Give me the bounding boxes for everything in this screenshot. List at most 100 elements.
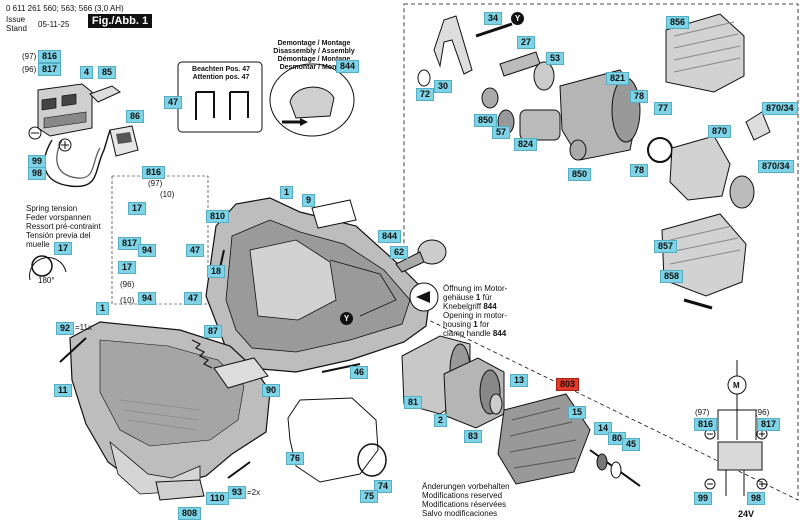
label-94-b: 94 bbox=[138, 292, 157, 305]
label-816: 816 bbox=[38, 50, 62, 63]
label-17-a: 17 bbox=[128, 202, 147, 215]
label-856: 856 bbox=[666, 16, 690, 29]
stand-label: Stand bbox=[6, 24, 27, 33]
opening-note-1: Öffnung im Motor- bbox=[443, 284, 508, 293]
figure-title: Fig./Abb. 1 bbox=[88, 14, 152, 28]
label-10-b: (10) bbox=[120, 296, 135, 305]
opening-note-2: gehäuse 1 für bbox=[443, 293, 492, 302]
wiring-diagram bbox=[704, 360, 768, 496]
marker-y-housing: Y bbox=[340, 312, 353, 325]
label-90: 90 bbox=[262, 384, 281, 397]
label-10-a: (10) bbox=[160, 190, 175, 199]
cable-plus bbox=[56, 139, 101, 179]
screw-93 bbox=[227, 461, 251, 479]
label-13: 13 bbox=[510, 374, 529, 387]
label-844-inset: 844 bbox=[336, 60, 360, 73]
note-attention-en: Attention pos. 47 bbox=[192, 74, 250, 81]
label-18: 18 bbox=[207, 265, 226, 278]
label-27: 27 bbox=[517, 36, 536, 49]
label-97-bracket: (97) bbox=[22, 52, 37, 61]
label-810: 810 bbox=[206, 210, 230, 223]
opening-note-4: Opening in motor- bbox=[443, 311, 508, 320]
adapter-870-34 bbox=[745, 111, 771, 141]
label-821: 821 bbox=[606, 72, 630, 85]
label-14: 14 bbox=[594, 422, 613, 435]
plus-terminal-icon bbox=[58, 138, 72, 152]
label-46: 46 bbox=[350, 366, 369, 379]
spring-note-es2: muelle bbox=[26, 240, 50, 249]
label-86: 86 bbox=[126, 110, 145, 123]
label-47-b: 47 bbox=[184, 292, 203, 305]
spring-note-fr: Ressort pré-contraint bbox=[26, 222, 101, 231]
label-844: 844 bbox=[378, 230, 402, 243]
note-attention-de: Beachten Pos. 47 bbox=[192, 66, 250, 73]
bearing-53 bbox=[533, 61, 555, 91]
label-78-b: 78 bbox=[630, 164, 649, 177]
bearing-850 bbox=[481, 87, 499, 109]
label-1-housing: 1 bbox=[280, 186, 294, 199]
label-47-inset: 47 bbox=[164, 96, 183, 109]
label-2: 2 bbox=[434, 414, 448, 427]
seal-ring bbox=[357, 443, 387, 477]
label-1-outer: 1 bbox=[96, 302, 110, 315]
minus-terminal-icon bbox=[28, 126, 42, 140]
marker-y-top: Y bbox=[511, 12, 524, 25]
motor-housing-half bbox=[205, 197, 431, 373]
wiring-817: 817 bbox=[757, 418, 781, 431]
label-92: 92 bbox=[56, 322, 75, 335]
rubber-pad bbox=[155, 479, 205, 501]
opening-note-6: clamp handle 844 bbox=[443, 329, 507, 338]
label-72: 72 bbox=[416, 88, 435, 101]
label-870: 870 bbox=[708, 125, 732, 138]
label-96-bracket: (96) bbox=[22, 65, 37, 74]
clamp-handle-knob bbox=[395, 239, 447, 273]
spring-note-es: Tensión previa del bbox=[26, 231, 91, 240]
chuck-870 bbox=[669, 135, 755, 209]
label-81: 81 bbox=[404, 396, 423, 409]
nameplate bbox=[311, 199, 357, 229]
gasket bbox=[287, 397, 379, 483]
battery-clip bbox=[89, 85, 121, 103]
label-803-highlight: 803 bbox=[556, 378, 580, 391]
wiring-816: 816 bbox=[694, 418, 718, 431]
voltage-label: 24V bbox=[738, 509, 755, 519]
opening-note-5: housing 1 for bbox=[443, 320, 490, 329]
modifications-fr: Modifications réservées bbox=[422, 500, 507, 509]
spring-angle: 180° bbox=[38, 276, 55, 285]
label-62: 62 bbox=[390, 246, 409, 259]
label-47-a: 47 bbox=[186, 244, 205, 257]
issue-date: 05-11-25 bbox=[38, 20, 70, 29]
note-demontage-de: Demontage / Montage bbox=[277, 40, 351, 47]
label-53: 53 bbox=[546, 52, 565, 65]
qty-92: =11x bbox=[75, 323, 92, 332]
label-857: 857 bbox=[654, 240, 678, 253]
switch-module bbox=[109, 125, 139, 157]
label-4: 4 bbox=[80, 66, 94, 79]
note-demontage-fr: Démontage / Montage bbox=[277, 56, 351, 63]
note-demontage-en: Disassembly / Assembly bbox=[273, 48, 355, 55]
modifications-de: Änderungen vorbehalten bbox=[422, 482, 510, 491]
modifications-en: Modifications reserved bbox=[422, 491, 503, 500]
chuck-857 bbox=[661, 213, 747, 297]
label-85: 85 bbox=[98, 66, 117, 79]
label-15: 15 bbox=[568, 406, 587, 419]
label-858: 858 bbox=[660, 270, 684, 283]
label-17-b: 17 bbox=[118, 261, 137, 274]
label-76: 76 bbox=[286, 452, 305, 465]
label-57: 57 bbox=[492, 126, 511, 139]
label-99: 99 bbox=[28, 155, 47, 168]
o-ring-77 bbox=[647, 137, 673, 163]
label-45: 45 bbox=[622, 438, 641, 451]
label-870-34-a: 870/34 bbox=[762, 102, 798, 115]
label-817: 817 bbox=[38, 63, 62, 76]
issue-label: Issue bbox=[6, 15, 26, 24]
wiring-98: 98 bbox=[747, 492, 766, 505]
label-17-spring: 17 bbox=[54, 242, 73, 255]
armature bbox=[497, 393, 641, 487]
label-850-a: 850 bbox=[474, 114, 498, 127]
label-74: 74 bbox=[374, 480, 393, 493]
modifications-es: Salvo modificaciones bbox=[422, 509, 498, 518]
slide-switch bbox=[213, 357, 269, 389]
label-98: 98 bbox=[28, 167, 47, 180]
